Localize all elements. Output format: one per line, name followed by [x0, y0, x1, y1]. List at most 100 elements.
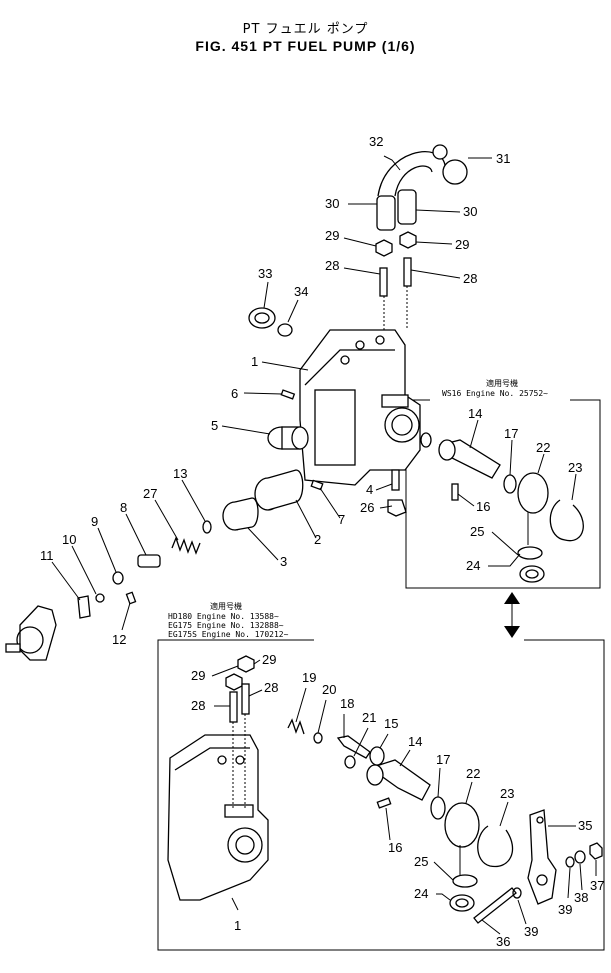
callout-3: 3 — [280, 554, 287, 569]
callout-7: 7 — [338, 512, 345, 527]
nut-29c — [237, 655, 255, 673]
callout-30: 30 — [463, 204, 477, 219]
callout-4: 4 — [366, 482, 373, 497]
snap-ring-23b — [477, 825, 514, 868]
cap-33 — [248, 307, 276, 329]
callout-17: 17 — [436, 752, 450, 767]
drive-gear — [5, 605, 57, 661]
inset-top-heading: 適用号機 — [486, 378, 518, 388]
washer-17b — [430, 796, 446, 820]
seal-25b — [452, 874, 478, 888]
callout-25: 25 — [414, 854, 428, 869]
washer-9 — [112, 571, 124, 585]
inset-bottom-heading: 適用号機 — [210, 601, 242, 611]
pump-housing-top — [299, 329, 421, 486]
callout-11: 11 — [40, 548, 54, 563]
inset-frame-bottom — [157, 639, 605, 951]
washer-38 — [574, 850, 586, 864]
snap-ring-23a — [549, 499, 584, 542]
callout-28: 28 — [325, 258, 339, 273]
callout-10: 10 — [62, 532, 76, 547]
elbow-26 — [387, 499, 407, 517]
callout-16: 16 — [388, 840, 402, 855]
callout-31: 31 — [496, 151, 510, 166]
callout-22: 22 — [466, 766, 480, 781]
washer-13 — [202, 520, 212, 534]
pin-16b — [376, 797, 392, 809]
callouts: 32 31 30 30 29 29 28 28 33 34 1 6 5 14 1… — [40, 134, 604, 949]
callout-29: 29 — [325, 228, 339, 243]
callout-20: 20 — [322, 682, 336, 697]
callout-22: 22 — [536, 440, 550, 455]
callout-18: 18 — [340, 696, 354, 711]
washer-39a — [565, 856, 575, 868]
callout-1: 1 — [234, 918, 241, 933]
inset-bottom-line-1: HD180 Engine No. 13588~ — [168, 612, 279, 621]
callout-16: 16 — [476, 499, 490, 514]
leader-lines — [51, 155, 597, 935]
cap-22b — [444, 802, 480, 848]
washer-10 — [95, 593, 105, 603]
washer-20 — [313, 732, 323, 744]
sleeve-30b — [397, 189, 417, 225]
callout-28: 28 — [191, 698, 205, 713]
callout-29: 29 — [455, 237, 469, 252]
stud-28b — [403, 257, 412, 287]
pin-16a — [451, 483, 459, 501]
callout-32: 32 — [369, 134, 383, 149]
callout-30: 30 — [325, 196, 339, 211]
o-ring-top — [420, 432, 432, 448]
shaft-14b — [368, 759, 431, 801]
inset-bottom-line-2: EG175 Engine No. 132888~ — [168, 621, 284, 630]
figure-subtitle: PT フュエル ポンプ — [242, 22, 369, 37]
o-ring-15 — [369, 746, 385, 766]
nut-37 — [589, 842, 603, 860]
callout-21: 21 — [362, 710, 376, 725]
callout-39: 39 — [558, 902, 572, 917]
callout-37: 37 — [590, 878, 604, 893]
nut-29b — [399, 231, 417, 249]
pump-housing-bottom — [167, 734, 269, 901]
clip-11 — [77, 595, 91, 619]
callout-15: 15 — [384, 716, 398, 731]
seal-24a — [519, 565, 545, 583]
callout-13: 13 — [173, 466, 187, 481]
pin-7 — [310, 479, 324, 491]
callout-25: 25 — [470, 524, 484, 539]
pipe-fitting-31 — [442, 159, 468, 185]
seal-25a — [517, 546, 543, 560]
lever-35 — [527, 809, 557, 905]
callout-26: 26 — [360, 500, 374, 515]
callout-8: 8 — [120, 500, 127, 515]
callout-5: 5 — [211, 418, 218, 433]
callout-35: 35 — [578, 818, 592, 833]
callout-24: 24 — [466, 558, 480, 573]
figure-header: PT フュエル ポンプ FIG. 451 PT FUEL PUMP (1/6) — [0, 22, 611, 54]
spring-27 — [171, 536, 201, 555]
washer-21 — [344, 755, 356, 769]
callout-33: 33 — [258, 266, 272, 281]
callout-39: 39 — [524, 924, 538, 939]
stud-28a — [379, 267, 388, 297]
callout-14: 14 — [408, 734, 422, 749]
inset-frame-top — [405, 399, 601, 589]
callout-29: 29 — [191, 668, 205, 683]
callout-19: 19 — [302, 670, 316, 685]
sleeve-30a — [376, 195, 396, 231]
callout-2: 2 — [314, 532, 321, 547]
callout-6: 6 — [231, 386, 238, 401]
callout-36: 36 — [496, 934, 510, 949]
callout-38: 38 — [574, 890, 588, 905]
o-ring-34 — [277, 323, 293, 337]
callout-28: 28 — [463, 271, 477, 286]
callout-27: 27 — [143, 486, 157, 501]
double-arrow — [504, 592, 520, 638]
nut-29d — [225, 673, 243, 691]
stud-28d — [241, 683, 250, 715]
callout-1: 1 — [251, 354, 258, 369]
callout-23: 23 — [500, 786, 514, 801]
callout-12: 12 — [112, 632, 126, 647]
callout-29: 29 — [262, 652, 276, 667]
inset-top-line: WS16 Engine No. 25752~ — [442, 389, 548, 398]
callout-17: 17 — [504, 426, 518, 441]
